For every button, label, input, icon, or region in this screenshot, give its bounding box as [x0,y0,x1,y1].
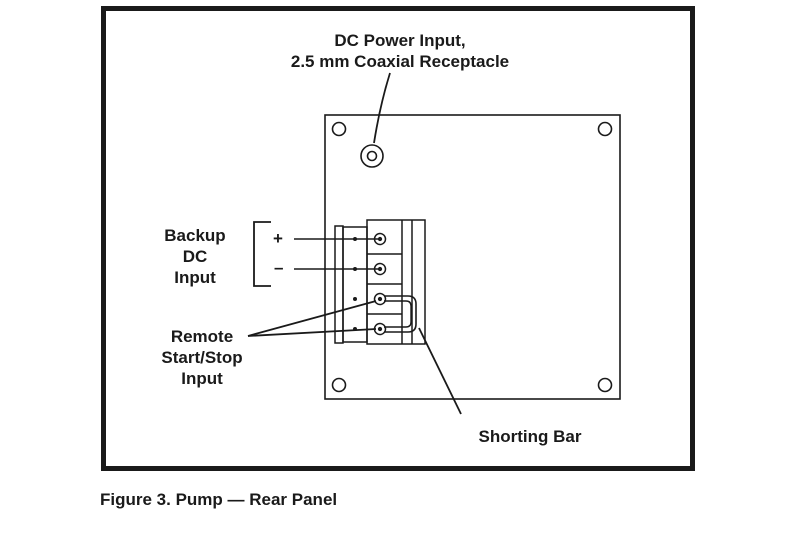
shorting-bar-label: Shorting Bar [478,427,582,446]
mounting-hole-top-right [597,121,613,137]
backup-dc-line2: DC [182,247,208,266]
figure-caption: Figure 3. Pump — Rear Panel [100,490,338,509]
remote-line1: Remote [170,327,234,346]
remote-start-stop-label: Remote Start/Stop Input [142,326,262,389]
plus-terminal-symbol: + [273,229,283,248]
backup-dc-line3: Input [174,268,216,287]
shorting-bar-leader-line [418,327,462,415]
outer-frame [101,6,695,471]
remote-leader-line-lower [247,328,377,337]
dc-power-leader-line [373,72,391,144]
rear-panel-plate [324,114,621,400]
dc-coaxial-receptacle [360,144,384,168]
remote-leader-line-upper [247,300,377,337]
backup-dc-bracket [253,221,271,287]
remote-line2: Start/Stop [161,348,243,367]
shorting-bar-inner [384,300,412,328]
terminal-block [334,219,426,345]
dc-power-input-label: DC Power Input, 2.5 mm Coaxial Receptacl… [260,30,540,72]
dc-power-input-line1: DC Power Input, [334,31,466,50]
mounting-hole-bottom-left [331,377,347,393]
mounting-hole-top-left [331,121,347,137]
backup-dc-input-label: Backup DC Input [150,225,240,288]
dc-power-input-line2: 2.5 mm Coaxial Receptacle [290,52,510,71]
shorting-bar [384,295,417,333]
minus-terminal-symbol: – [274,258,284,277]
remote-line3: Input [181,369,223,388]
terminal-screws [373,232,387,336]
mounting-hole-bottom-right [597,377,613,393]
backup-dc-line1: Backup [164,226,226,245]
terminal-dots [353,237,357,331]
